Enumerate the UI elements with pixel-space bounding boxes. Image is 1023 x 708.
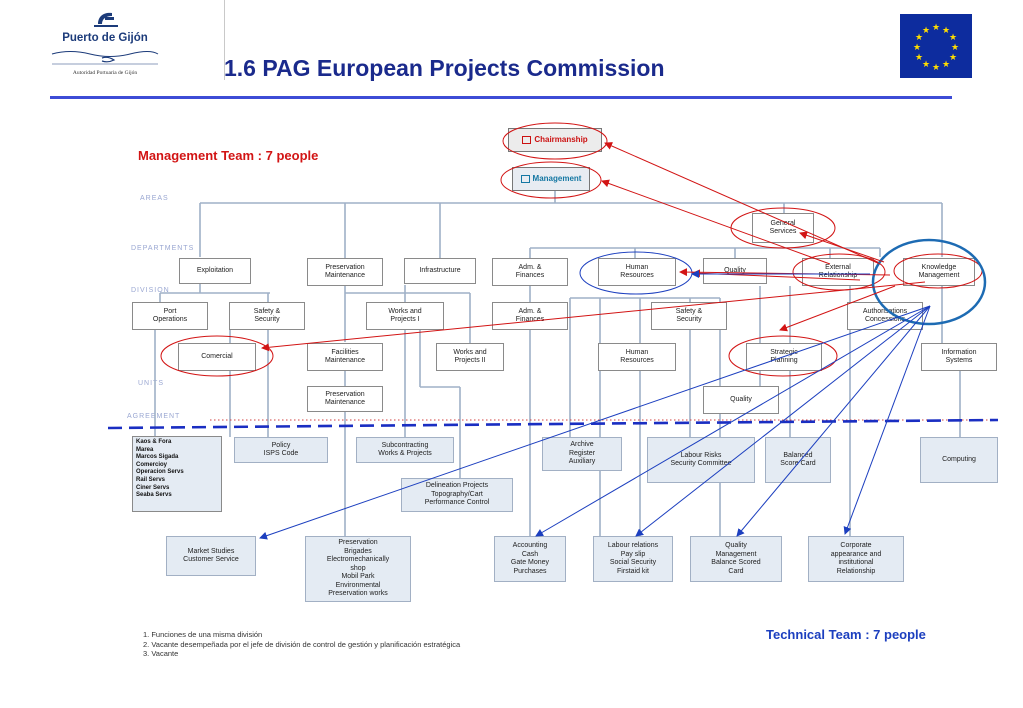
strategic-planning-highlight <box>728 335 838 377</box>
adm-finances-2-node: Adm. & Finances <box>492 302 568 330</box>
document-icon <box>522 136 532 144</box>
balanced-score-card-node: Balanced Score Card <box>765 437 831 483</box>
agreement-item: Marea <box>136 446 154 453</box>
logo-name: Puerto de Gijón <box>62 32 148 44</box>
eu-stars-icon: ★ ★ ★ ★ ★ ★ ★ ★ ★ ★ ★ ★ <box>913 23 959 73</box>
knowledge-management-node: Knowledge Management <box>903 258 975 286</box>
external-relationship-highlight <box>792 253 886 291</box>
footnote: 1. Funciones de una misma división <box>143 630 263 639</box>
document-icon <box>520 175 530 183</box>
labour-relations-node: Labour relations Pay slip Social Securit… <box>593 536 673 582</box>
port-logo: Puerto de Gijón Autoridad Portuaria de G… <box>40 8 180 84</box>
level-areas: AREAS <box>140 195 169 202</box>
svg-text:★: ★ <box>951 43 959 53</box>
safety-security-2-node: Safety & Security <box>651 302 727 330</box>
policy-code-node: Policy ISPS Code <box>234 437 328 463</box>
svg-text:★: ★ <box>949 33 957 43</box>
comercial-node: Comercial <box>178 343 256 371</box>
facilities-maintenance-node: Facilities Maintenance <box>307 343 383 371</box>
quality-node: Quality <box>703 258 767 284</box>
preservation-maintenance-2-node: Preservation Maintenance <box>307 386 383 412</box>
delineation-node: Delineation Projects Topography/Cart Per… <box>401 478 513 512</box>
human-resources-highlight <box>579 251 693 295</box>
agreement-list: Kaos & Fora Marea Marcos Sigada Comercio… <box>132 436 222 512</box>
agreement-item: Kaos & Fora <box>136 439 172 445</box>
agreement-item: Rail Servs <box>136 476 166 483</box>
safety-security-node: Safety & Security <box>229 302 305 330</box>
svg-text:★: ★ <box>942 60 950 70</box>
level-division: DIVISION <box>131 287 170 294</box>
port-logo-icon <box>94 12 118 27</box>
information-systems-node: Information Systems <box>921 343 997 371</box>
header-separator <box>224 0 225 80</box>
preservation-maintenance-node: Preservation Maintenance <box>307 258 383 286</box>
header-rule <box>50 96 952 99</box>
svg-text:★: ★ <box>913 43 921 53</box>
labour-risks-node: Labour Risks Security Committee <box>647 437 755 483</box>
management-highlight <box>500 161 602 199</box>
human-resources-node: Human Resources <box>598 258 676 286</box>
adm-finances-node: Adm. & Finances <box>492 258 568 286</box>
management-label: Management <box>532 173 582 183</box>
management-node: Management <box>512 167 590 191</box>
comercial-highlight <box>160 335 274 377</box>
authorisations-concessions-node: Authorisations Concessions <box>847 302 923 330</box>
eu-flag: ★ ★ ★ ★ ★ ★ ★ ★ ★ ★ ★ ★ <box>900 14 972 78</box>
svg-text:★: ★ <box>915 33 923 43</box>
accounting-node: Accounting Cash Gate Money Purchases <box>494 536 566 582</box>
quality-management-node: Quality Management Balance Scored Card <box>690 536 782 582</box>
footnotes: 1. Funciones de una misma división 2. Va… <box>143 630 460 659</box>
general-services-highlight <box>730 207 836 249</box>
chairmanship-node: Chairmanship <box>508 128 602 152</box>
agreement-item: Operacion Servs <box>136 469 184 476</box>
svg-text:★: ★ <box>942 26 950 36</box>
page-title: 1.6 PAG European Projects Commission <box>224 55 665 81</box>
svg-text:★: ★ <box>932 63 940 73</box>
exploitation-node: Exploitation <box>179 258 251 284</box>
svg-text:★: ★ <box>922 60 930 70</box>
subcontracting-node: Subcontracting Works & Projects <box>356 437 454 463</box>
footnote: 3. Vacante <box>143 649 179 658</box>
external-relationship-node: External Relationship <box>802 258 874 286</box>
technical-team-label: Technical Team : 7 people <box>766 627 926 642</box>
management-team-label: Management Team : 7 people <box>138 148 319 163</box>
svg-text:★: ★ <box>932 23 940 33</box>
corporate-node: Corporate appearance and institutional R… <box>808 536 904 582</box>
agreement-dashed-divider <box>107 418 999 430</box>
level-departments: DEPARTMENTS <box>131 245 195 252</box>
chairmanship-label: Chairmanship <box>534 134 588 144</box>
market-studies-node: Market Studies Customer Service <box>166 536 256 576</box>
level-agreement: AGREEMENT <box>127 413 181 420</box>
agreement-item: Comercioy <box>136 461 168 468</box>
chairmanship-highlight <box>502 122 608 160</box>
knowledge-management-circle <box>871 238 987 326</box>
agreement-item: Ciner Servs <box>136 484 170 491</box>
logo-subtitle: Autoridad Portuaria de Gijón <box>72 70 138 76</box>
level-units: UNITS <box>138 380 164 387</box>
archive-node: Archive Register Auxiliary <box>542 437 622 471</box>
preservation-brigades-node: Preservation Brigades Electromechanicall… <box>305 536 411 602</box>
agreement-item: Seaba Servs <box>136 492 172 499</box>
port-operations-node: Port Operations <box>132 302 208 330</box>
agreement-item: Marcos Sigada <box>136 454 179 461</box>
wave-icon <box>51 51 159 65</box>
human-resources-2-node: Human Resources <box>598 343 676 371</box>
quality-2-node: Quality <box>703 386 779 414</box>
knowledge-management-highlight <box>893 253 983 289</box>
svg-text:★: ★ <box>915 53 923 63</box>
works-projects-1-node: Works and Projects I <box>366 302 444 330</box>
svg-text:★: ★ <box>922 26 930 36</box>
infrastructure-node: Infrastructure <box>404 258 476 284</box>
footnote: 2. Vacante desempeñada por el jefe de di… <box>143 639 461 649</box>
computing-node: Computing <box>920 437 998 483</box>
svg-text:★: ★ <box>949 53 957 63</box>
works-projects-2-node: Works and Projects II <box>436 343 504 371</box>
